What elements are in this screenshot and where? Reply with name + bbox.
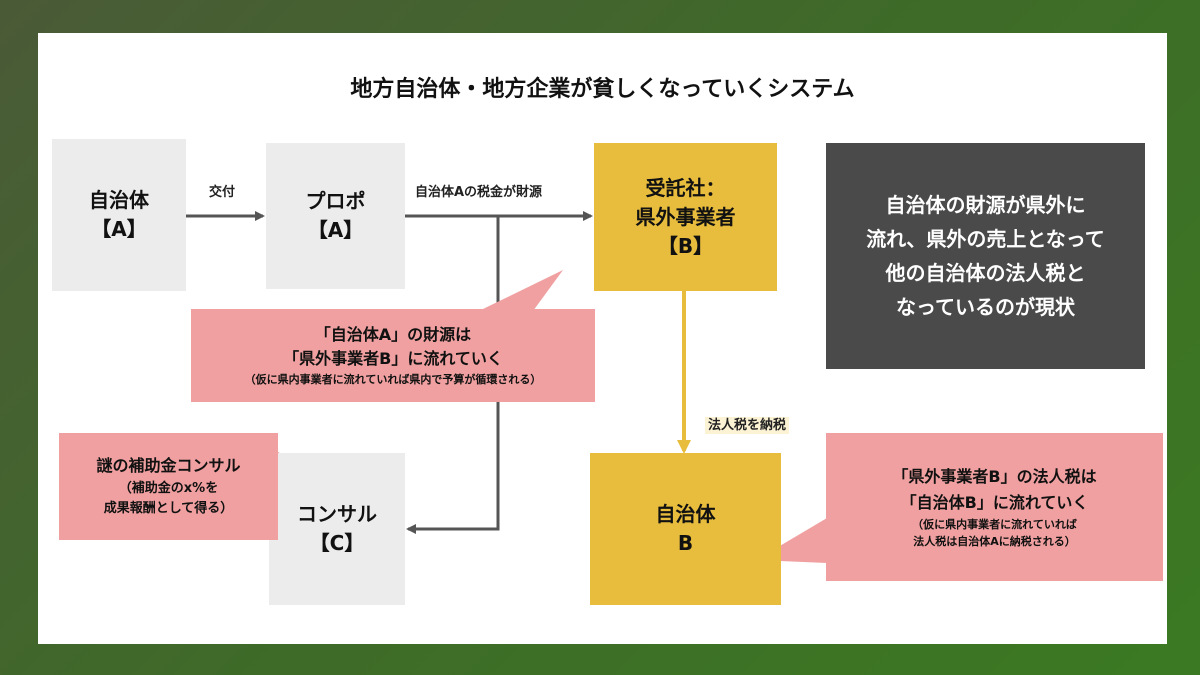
node-consul: コンサル 【C】 bbox=[269, 453, 405, 605]
callout-tax-note2: 法人税は自治体Aに納税される） bbox=[913, 534, 1076, 548]
node-consul-line2: 【C】 bbox=[309, 531, 365, 555]
callout-flow-a-note: （仮に県内事業者に流れていれば県内で予算が循環される） bbox=[244, 372, 542, 386]
node-jutakusha-line2: 県外事業者 bbox=[635, 204, 736, 229]
summary-box: 自治体の財源が県外に 流れ、県外の売上となって 他の自治体の法人税と なっている… bbox=[826, 143, 1145, 369]
callout-tax-note1: （仮に県内事業者に流れていれば bbox=[912, 517, 1077, 531]
node-puropo: プロポ 【A】 bbox=[266, 143, 405, 289]
edge-label-koufu: 交付 bbox=[209, 185, 236, 200]
callout-consul-line1: 謎の補助金コンサル bbox=[96, 455, 241, 475]
callout-flow-a-line1: 「自治体A」の財源は bbox=[314, 324, 472, 344]
node-jichitai-b-line2: B bbox=[677, 531, 694, 555]
node-jichitai-a-line2: 【A】 bbox=[91, 217, 147, 241]
summary-line-2: 流れ、県外の売上となって bbox=[866, 227, 1105, 251]
callout-tax-line2: 「自治体B」に流れていく bbox=[900, 492, 1089, 512]
diagram-slide: 地方自治体・地方企業が貧しくなっていくシステム 交付 自治体Aの税金が財源 法人… bbox=[38, 33, 1167, 644]
callout-flow-a: 「自治体A」の財源は 「県外事業者B」に流れていく （仮に県内事業者に流れていれ… bbox=[191, 309, 595, 402]
node-jichitai-b-line1: 自治体 bbox=[655, 502, 716, 526]
callout-flow-a-tail bbox=[483, 270, 563, 311]
node-jutakusha: 受託社： 県外事業者 【B】 bbox=[594, 143, 777, 291]
summary-line-4: なっているのが現状 bbox=[896, 295, 1075, 319]
node-jichitai-b: 自治体 B bbox=[590, 453, 781, 605]
callout-consul-line2: （補助金のx%を bbox=[118, 480, 219, 496]
callout-tax: 「県外事業者B」の法人税は 「自治体B」に流れていく （仮に県内事業者に流れてい… bbox=[826, 433, 1163, 581]
node-puropo-line2: 【A】 bbox=[307, 218, 364, 242]
node-puropo-line1: プロポ bbox=[305, 189, 366, 213]
node-jichitai-a-line1: 自治体 bbox=[89, 188, 149, 212]
callout-consul: 謎の補助金コンサル （補助金のx%を 成果報酬として得る） bbox=[59, 433, 278, 540]
node-consul-line1: コンサル bbox=[297, 502, 377, 526]
callout-flow-a-line2: 「県外事業者B」に流れていく bbox=[283, 348, 503, 368]
callout-consul-line3: 成果報酬として得る） bbox=[103, 501, 234, 517]
callout-tax-line1: 「県外事業者B」の法人税は bbox=[892, 467, 1097, 487]
summary-line-3: 他の自治体の法人税と bbox=[885, 261, 1086, 285]
node-jutakusha-line1: 受託社： bbox=[645, 175, 726, 200]
edge-label-zaigen: 自治体Aの税金が財源 bbox=[415, 185, 543, 200]
diagram-title: 地方自治体・地方企業が貧しくなっていくシステム bbox=[350, 77, 855, 102]
node-jichitai-a: 自治体 【A】 bbox=[52, 139, 186, 291]
node-jutakusha-line3: 【B】 bbox=[657, 233, 714, 258]
summary-line-1: 自治体の財源が県外に bbox=[885, 193, 1086, 217]
edge-label-nozei: 法人税を納税 bbox=[705, 414, 790, 434]
